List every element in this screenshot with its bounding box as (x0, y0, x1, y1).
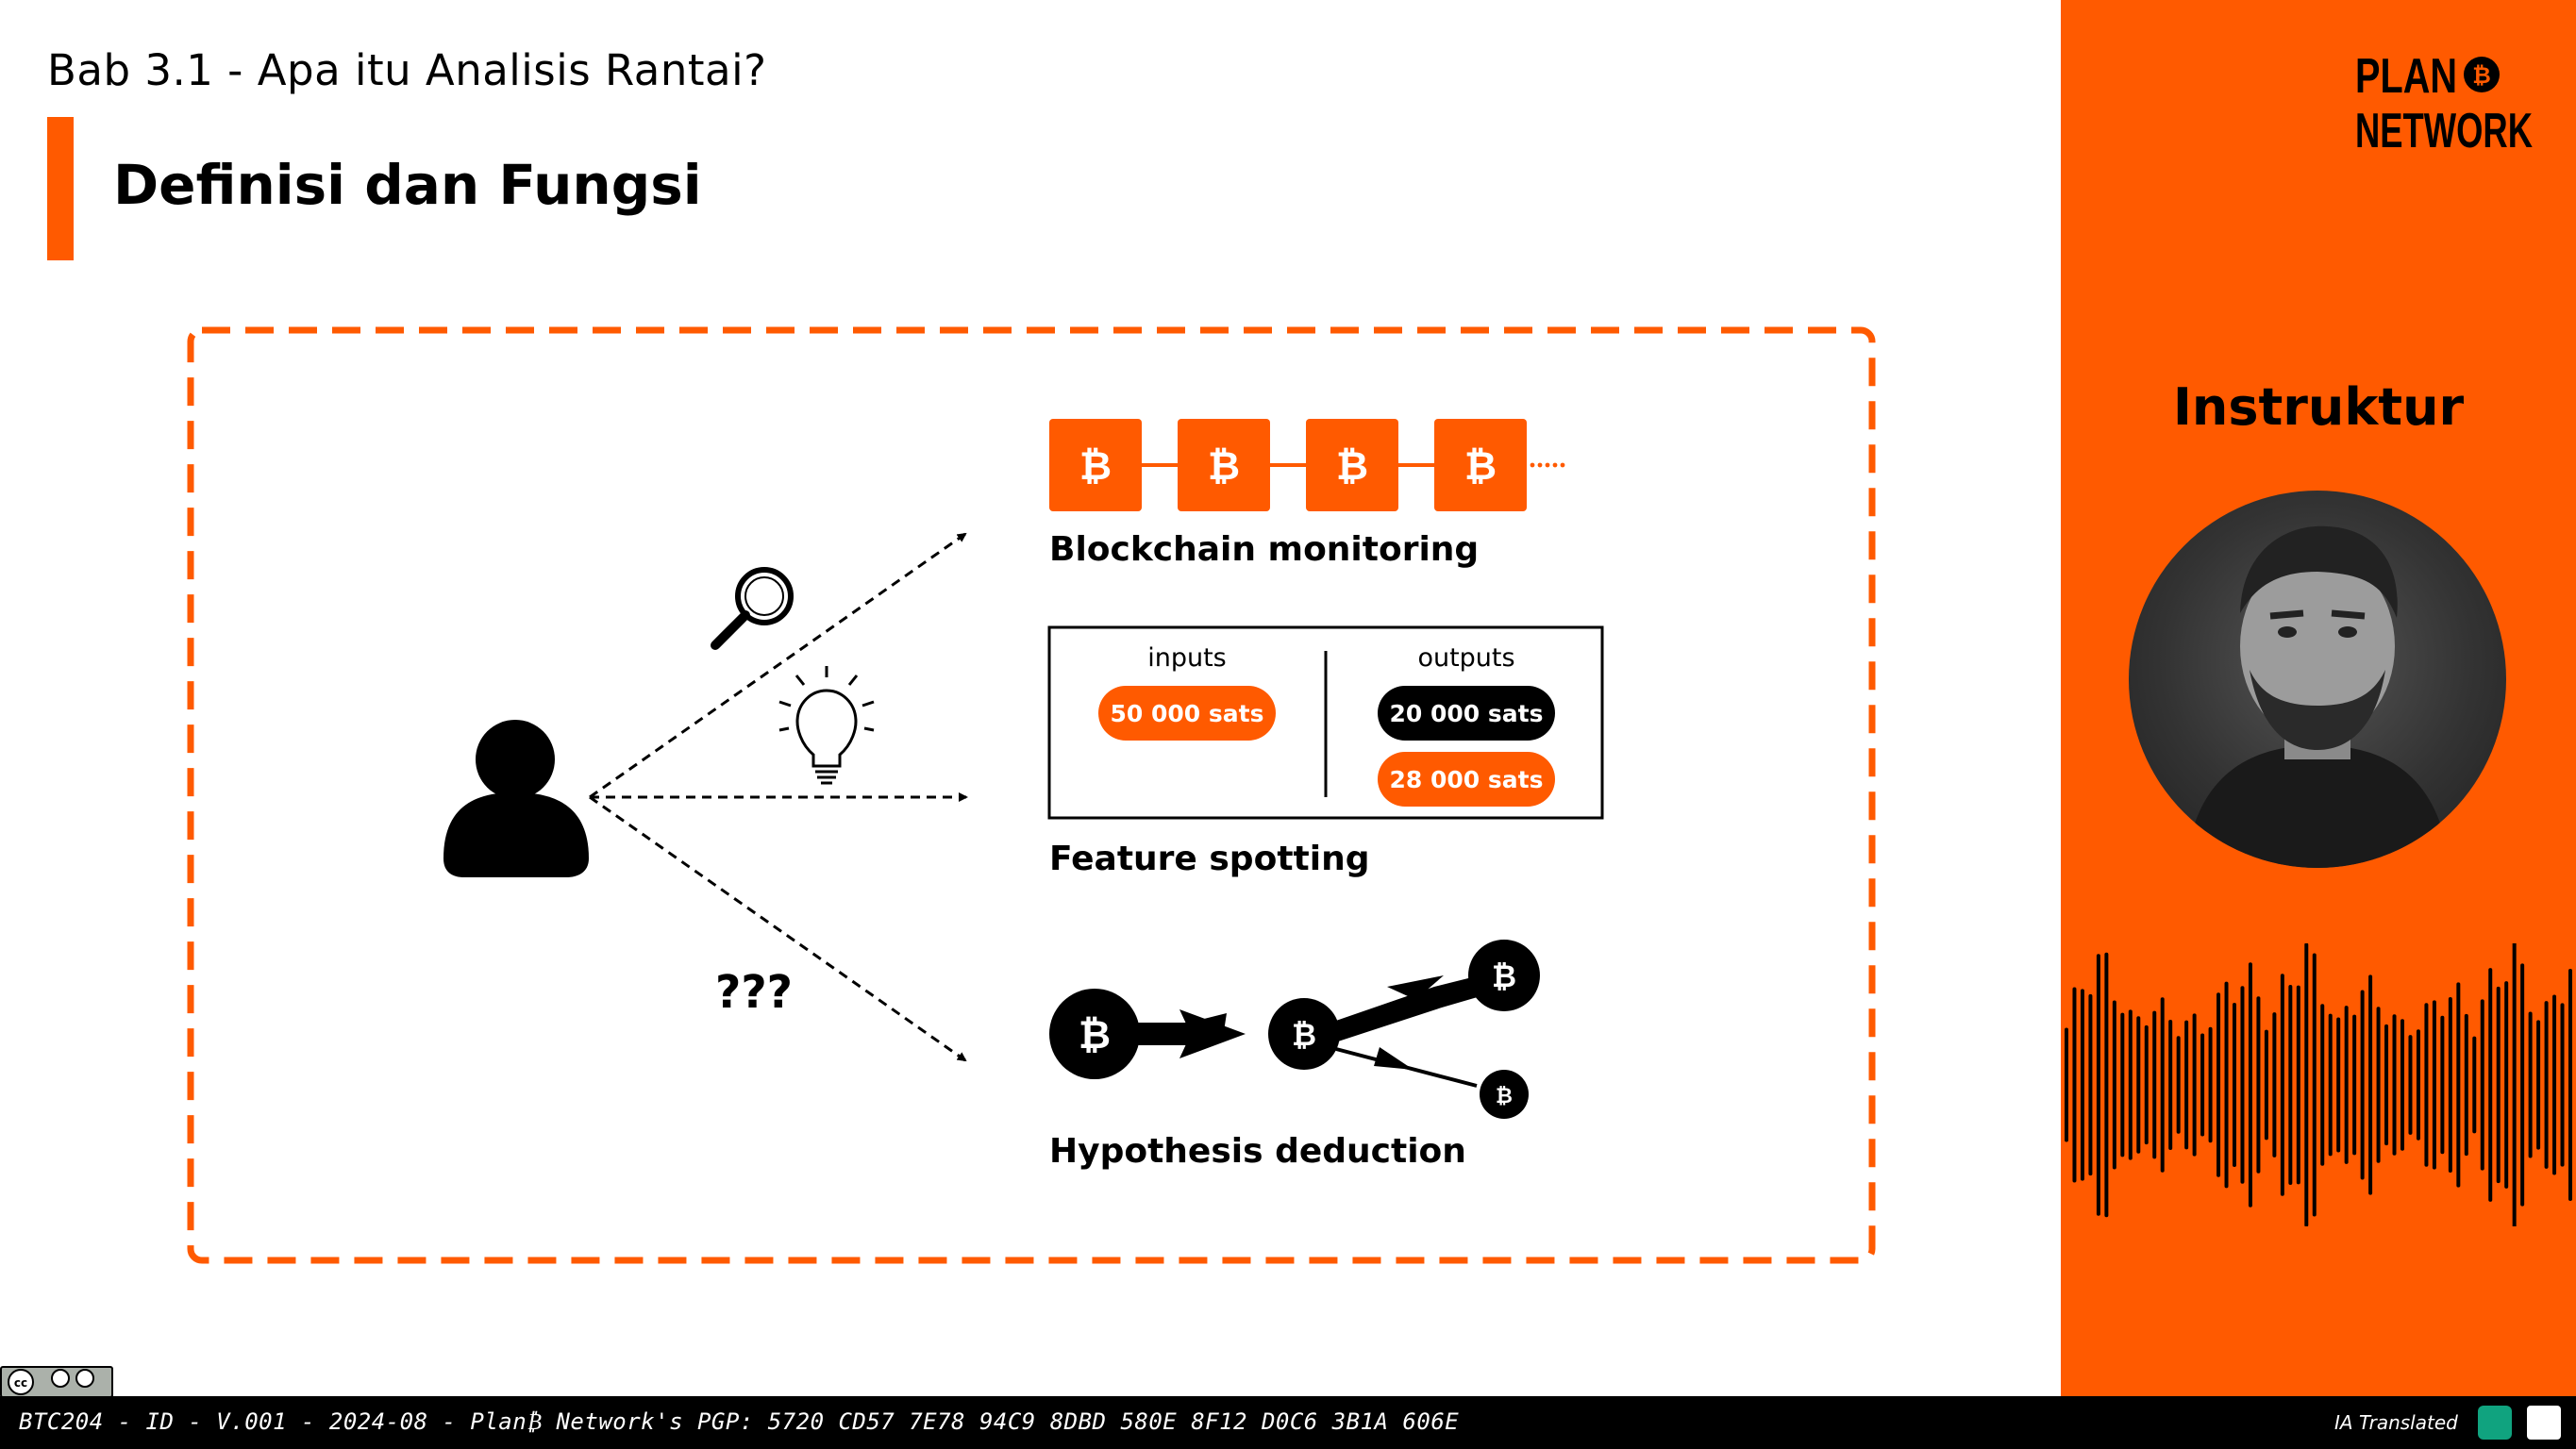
edge-upper (1330, 975, 1487, 1041)
label-blockchain-monitoring: Blockchain monitoring (1049, 530, 1480, 569)
output-pill-1: 20 000 sats (1378, 686, 1555, 741)
cc-license-icon: cc (0, 1366, 113, 1398)
svg-text:cc: cc (14, 1376, 27, 1390)
blockchain-link (1142, 463, 1178, 467)
bitcoin-node-glyph: ₿ (1492, 958, 1516, 994)
footer-translated-label: IA Translated (2334, 1411, 2458, 1434)
bitcoin-node-glyph: ₿ (1079, 1011, 1111, 1058)
outputs-label: outputs (1417, 643, 1515, 673)
bitcoin-block-glyph: ₿ (1079, 442, 1112, 489)
bitcoin-node-small: ₿ (1480, 1070, 1529, 1119)
lightbulb-icon (778, 666, 875, 785)
bitcoin-block-icon (1434, 419, 1527, 511)
instructor-label: Instruktur (2172, 377, 2465, 437)
arrow-to-monitoring (589, 532, 967, 799)
brand-logo-bitcoin-icon (2464, 57, 2500, 92)
analysis-arrows (589, 532, 968, 1062)
bitcoin-node-upper: ₿ (1468, 940, 1540, 1011)
bitcoin-block-icon (1306, 419, 1398, 511)
chain-continuation-dot (1530, 462, 1535, 468)
brand-logo-glyph: ₿ (2472, 62, 2491, 89)
bitcoin-node-glyph: ₿ (1496, 1085, 1513, 1108)
user-icon (443, 720, 589, 877)
label-feature-spotting: Feature spotting (1049, 840, 1370, 878)
chain-continuation-dot (1537, 462, 1543, 468)
edge-upper-arrowhead (1387, 975, 1444, 1011)
bitcoin-block-glyph: ₿ (1208, 442, 1240, 489)
footer-text: BTC204 - ID - V.001 - 2024-08 - Plan₿ Ne… (19, 1408, 1460, 1435)
bitcoin-block-glyph: ₿ (1464, 442, 1497, 489)
openai-icon (2478, 1406, 2512, 1440)
footer-bar: BTC204 - ID - V.001 - 2024-08 - Plan₿ Ne… (0, 1396, 2576, 1449)
blockchain-link (1398, 463, 1434, 467)
question-marks-icon: ??? (715, 966, 793, 1019)
chapter-title: Bab 3.1 - Apa itu Analisis Rantai? (47, 45, 767, 95)
hypothesis-graph: ₿ ₿ ₿ ₿ (1049, 940, 1540, 1119)
blockchain-blocks: ₿ ₿ ₿ ₿ (1049, 419, 1565, 511)
brand-logo-line2: NETWORK (2355, 104, 2533, 155)
transaction-box (1047, 625, 1604, 820)
inputs-label: inputs (1147, 643, 1227, 673)
chain-continuation-dot (1552, 462, 1558, 468)
bitcoin-block-glyph: ₿ (1336, 442, 1368, 489)
arrow-to-deduction (589, 795, 967, 1062)
output-pill-2: 28 000 sats (1378, 752, 1555, 807)
audio-waveform (2065, 943, 2572, 1226)
label-hypothesis-deduction: Hypothesis deduction (1049, 1132, 1466, 1171)
diagram-frame (187, 326, 1876, 1264)
cc-by-sa-icon: cc (8, 1369, 94, 1395)
brand-logo: PLAN ₿ NETWORK (2355, 51, 2533, 155)
section-title: Definisi dan Fungsi (113, 153, 702, 217)
bitcoin-node-medium: ₿ (1268, 998, 1340, 1070)
bitcoin-node-large: ₿ (1049, 989, 1140, 1079)
magnifier-icon (711, 567, 794, 650)
brand-logo-line1: PLAN (2355, 51, 2457, 104)
chain-continuation-dot (1545, 462, 1550, 468)
input-pill: 50 000 sats (1098, 686, 1276, 741)
blockchain-link (1270, 463, 1306, 467)
instructor-photo (2129, 491, 2506, 868)
accent-bar (47, 117, 74, 260)
instructor-portrait-icon (2185, 525, 2450, 868)
translator-icon (2527, 1406, 2561, 1440)
chain-continuation-dot (1560, 462, 1565, 468)
bitcoin-block-icon (1178, 419, 1270, 511)
chain-analysis-diagram: ??? ₿₿₿₿ ₿ ₿ ₿ ₿ (187, 326, 1876, 1264)
question-marks: ??? (715, 966, 793, 1019)
bitcoin-node-glyph: ₿ (1292, 1017, 1316, 1053)
bitcoin-block-icon (1049, 419, 1142, 511)
edge-lower-arrowhead (1374, 1047, 1413, 1070)
edge-main-arrowhead (1179, 1009, 1246, 1058)
